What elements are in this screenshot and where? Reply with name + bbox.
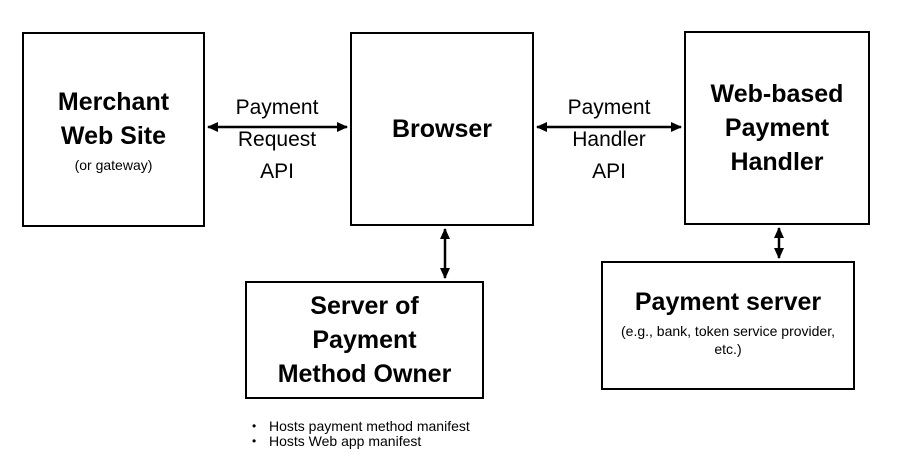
bullet-item: Hosts Web app manifest [245,434,470,450]
merchant-web-site-subtitle: (or gateway) [74,157,153,173]
browser-title: Browser [391,115,493,143]
bullet-item: Hosts payment method manifest [245,419,470,435]
bullet-list: Hosts payment method manifest Hosts Web … [245,419,470,450]
payment-server-box: Payment server (e.g., bank, token servic… [601,261,855,390]
payment-handler-api-label: Payment Handler API [567,96,651,183]
payment-server-subtitle: (e.g., bank, token service provider, etc… [621,323,835,357]
payment-method-owner-server-box: Server of Payment Method Owner [245,281,484,399]
merchant-web-site-title: Merchant Web Site [57,88,170,150]
web-based-payment-handler-box: Web-based Payment Handler [684,31,870,225]
web-based-payment-handler-title: Web-based Payment Handler [710,80,844,176]
payment-server-title: Payment server [634,288,822,316]
payment-method-owner-server-title: Server of Payment Method Owner [277,292,452,388]
browser-box: Browser [350,32,534,226]
merchant-web-site-box: Merchant Web Site (or gateway) [22,32,205,227]
payment-request-api-label: Payment Request API [235,96,319,183]
